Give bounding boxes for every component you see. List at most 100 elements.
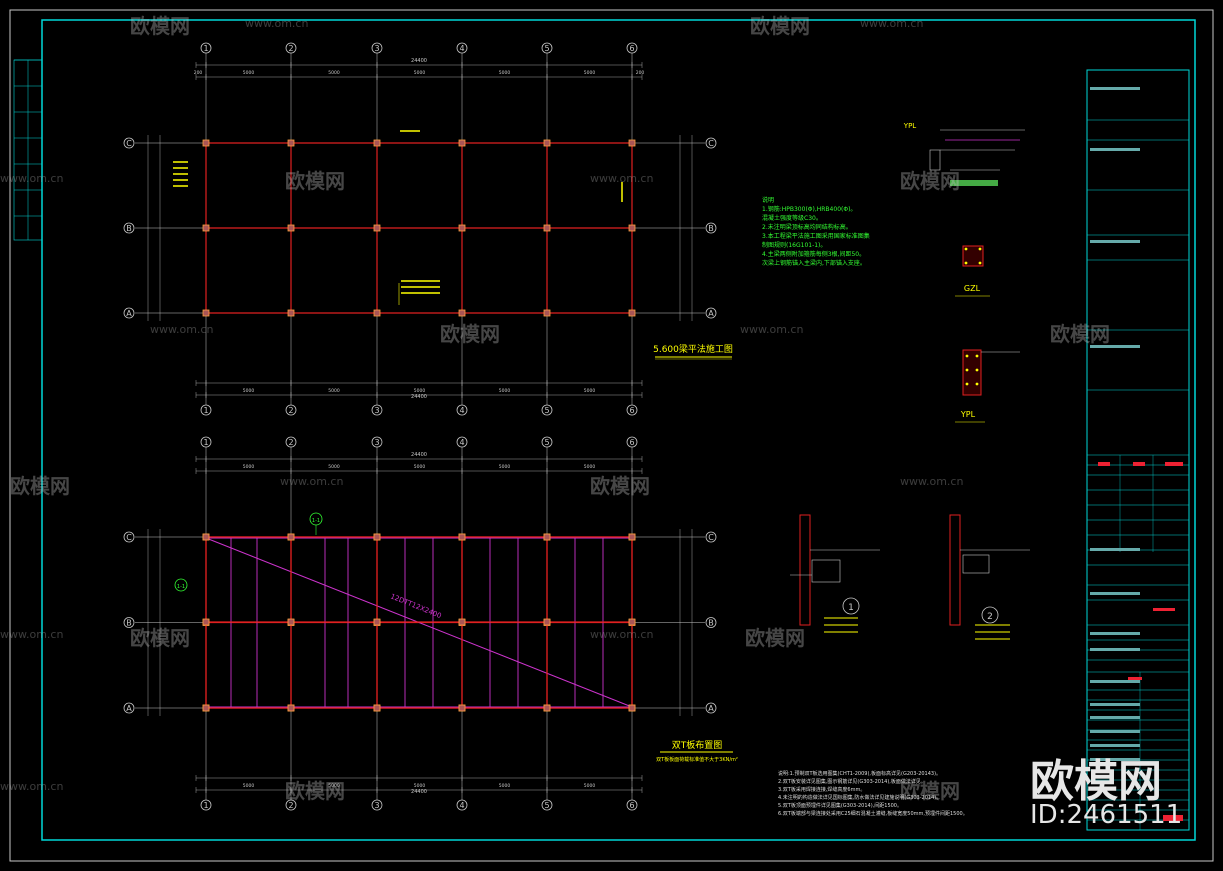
plan1-grid-bottom-5-bubble — [541, 404, 553, 416]
plan2-grid-bottom-2-label: 2 — [288, 801, 293, 810]
plan2-grid-left-A-label: A — [126, 704, 132, 713]
plan1-grid-right-B-label: B — [708, 224, 714, 233]
column-marker — [543, 224, 551, 232]
plan2-grid-top-6-bubble — [626, 436, 638, 448]
outer-border — [9, 9, 1214, 862]
plan1-grid-left-C-label: C — [126, 139, 132, 148]
title-block-text — [1090, 87, 1140, 90]
gzl-label: GZL — [964, 284, 981, 293]
column-marker — [458, 139, 466, 147]
section1-beam — [811, 559, 841, 583]
plan1-grid-bottom-5-label: 5 — [544, 406, 549, 415]
plan1-bay-dim: 5000 — [414, 388, 426, 394]
gzl-section — [962, 245, 984, 267]
plan1-grid-bottom-6-bubble — [626, 404, 638, 416]
column-marker — [543, 533, 551, 541]
ypl2-rebar — [965, 368, 969, 372]
plan1-bay-dim: 5000 — [243, 70, 255, 76]
plan2-bay-dim: 5000 — [414, 783, 426, 789]
plan1-grid-top-4-label: 4 — [459, 44, 464, 53]
watermark-url: www.om.cn — [740, 323, 804, 336]
title-block-text — [1090, 716, 1140, 719]
watermark-brand: 欧模网 — [130, 14, 190, 38]
title-block-text — [1090, 680, 1140, 683]
plan2-grid-top-6-label: 6 — [629, 438, 634, 447]
plan1-grid-top-6-bubble — [626, 42, 638, 54]
column-marker — [628, 139, 636, 147]
plan1-grid-top-3-bubble — [371, 42, 383, 54]
column-marker — [202, 704, 210, 712]
plan1-grid-bottom-6-label: 6 — [629, 406, 634, 415]
plan2-grid-bottom-4-bubble — [456, 799, 468, 811]
plan2-grid-top-4-label: 4 — [459, 438, 464, 447]
plan1-bay-dim: 5000 — [584, 388, 596, 394]
note-line: 次梁上钢筋锚入主梁内,下部锚入支座。 — [762, 260, 866, 267]
column-marker — [373, 704, 381, 712]
plan1-grid-bottom-3-bubble — [371, 404, 383, 416]
column-marker — [287, 533, 295, 541]
watermark-url: www.om.cn — [0, 780, 64, 793]
plan1-grid-top-2-label: 2 — [288, 44, 293, 53]
plan1-grid-bottom-2-bubble — [285, 404, 297, 416]
plan2-grid-right-A-label: A — [708, 704, 714, 713]
title-block-mark — [1163, 815, 1183, 821]
title-block — [1086, 69, 1190, 831]
column-marker — [287, 704, 295, 712]
plan1-grid-right-A-label: A — [708, 309, 714, 318]
column-marker — [628, 309, 636, 317]
plan2-grid-left-C-bubble — [123, 531, 135, 543]
watermark-brand: 欧模网 — [285, 779, 345, 803]
watermark-url: www.om.cn — [245, 17, 309, 30]
plan1-bay-dim: 5000 — [328, 70, 340, 76]
plan2-grid-top-3-bubble — [371, 436, 383, 448]
column-marker — [202, 309, 210, 317]
column-marker — [628, 224, 636, 232]
plan1-bay-dim: 5000 — [414, 70, 426, 76]
note-line: 5.双T板顶面预埋件详见图集(G303-2014),间距1500。 — [778, 803, 902, 809]
note-line: 4.主梁两侧附加箍筋每侧3根,间距50。 — [762, 251, 866, 258]
column-marker — [458, 533, 466, 541]
column-marker — [373, 618, 381, 626]
watermark-url: www.om.cn — [860, 17, 924, 30]
title-block-mark — [1153, 608, 1175, 611]
gzl-rebar — [978, 261, 982, 265]
column-marker — [373, 139, 381, 147]
title-block-text — [1090, 148, 1140, 151]
plan1-bay-dim: 5000 — [499, 70, 511, 76]
plan1-grid-left-A-bubble — [123, 307, 135, 319]
section2-label: 2 — [987, 612, 993, 622]
plan2-grid-bottom-6-bubble — [626, 799, 638, 811]
watermark-brand: 欧模网 — [285, 169, 345, 193]
ypl2-rebar — [965, 354, 969, 358]
plan2-grid-bottom-3-bubble — [371, 799, 383, 811]
plan2-bay-dim: 5000 — [584, 464, 596, 470]
plan2-grid-bottom-2-bubble — [285, 799, 297, 811]
note-line: 3.本工程梁平法施工图采用国家标准图集 — [762, 233, 870, 240]
column-marker — [287, 618, 295, 626]
watermark-brand: 欧模网 — [900, 779, 960, 803]
column-marker — [458, 309, 466, 317]
title-block-text — [1090, 345, 1140, 348]
column-marker — [373, 224, 381, 232]
plan1-edge-dim: 200 — [194, 70, 203, 76]
plan1-edge-dim: 200 — [636, 70, 645, 76]
plan1-grid-top-6-label: 6 — [629, 44, 634, 53]
plan1-grid-left-B-label: B — [126, 224, 132, 233]
column-marker — [373, 309, 381, 317]
plan1-bay-dim: 5000 — [499, 388, 511, 394]
plan1-dim-total-top: 24400 — [411, 58, 427, 64]
plan2-section-marker — [174, 578, 188, 592]
gzl-rebar — [964, 261, 968, 265]
plan1-grid-left-B-bubble — [123, 222, 135, 234]
plan1-grid-right-B-bubble — [705, 222, 717, 234]
title-block-text — [1090, 632, 1140, 635]
gzl-rebar — [978, 247, 982, 251]
plan1-grid-top-1-label: 1 — [203, 44, 208, 53]
column-marker — [287, 139, 295, 147]
plan1-grid-top-3-label: 3 — [374, 44, 379, 53]
column-marker — [373, 533, 381, 541]
plan2-grid-top-1-label: 1 — [203, 438, 208, 447]
section2-marker — [981, 606, 999, 624]
plan2-title: 双T板布置图 — [672, 739, 723, 751]
